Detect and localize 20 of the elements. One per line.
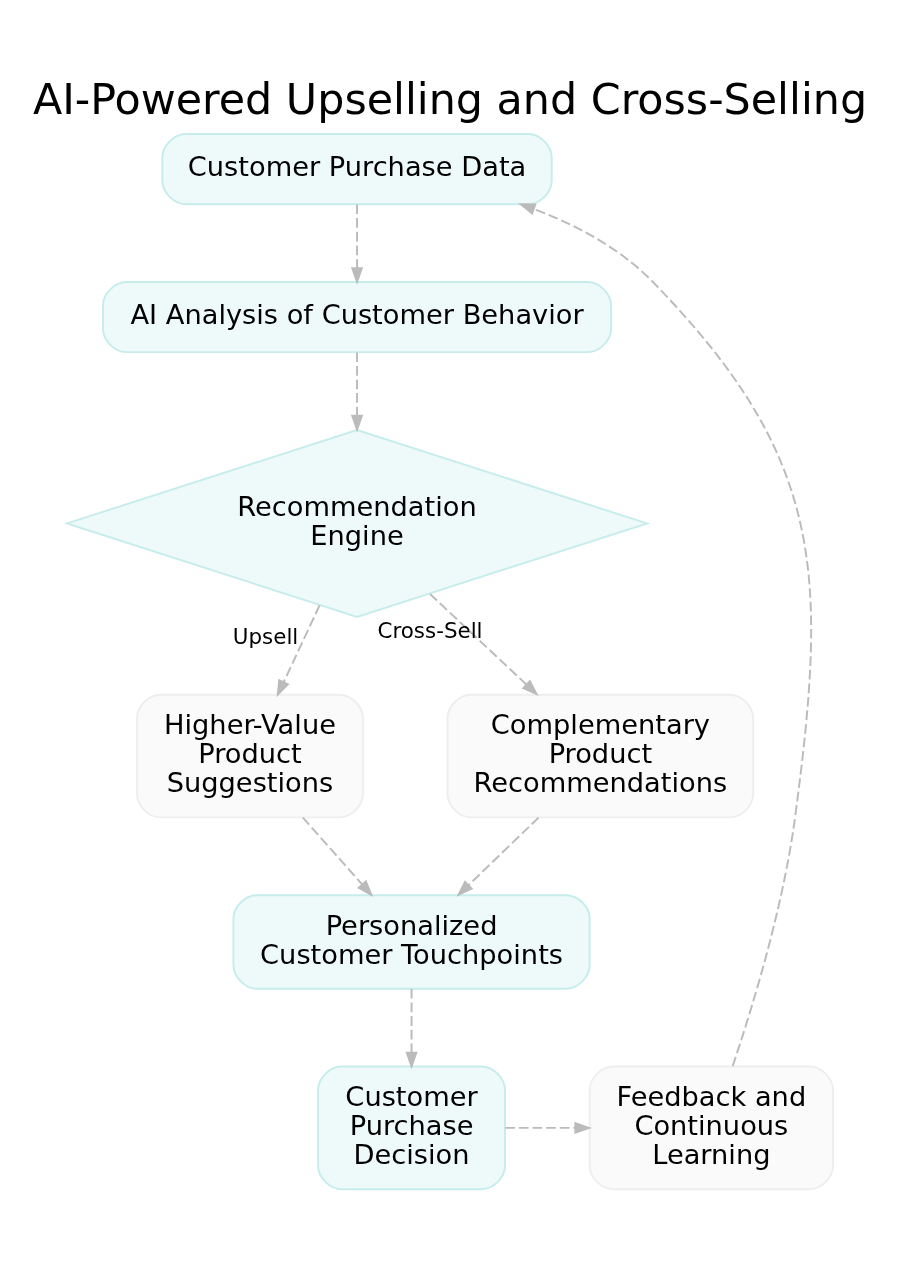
- node-box: AI Analysis of Customer Behavior: [102, 281, 613, 354]
- arrow: [504, 1121, 592, 1135]
- node-box: Customer Purchase Data: [161, 133, 553, 206]
- node-diamond: Recommendation Engine: [63, 428, 651, 618]
- diagram-title: AI-Powered Upselling and Cross-Selling: [32, 73, 868, 124]
- node-box: Feedback and Continuous Learning: [588, 1065, 834, 1191]
- edge-label: Upsell: [232, 623, 299, 649]
- node-box: Customer Purchase Decision: [317, 1065, 506, 1191]
- arrow: [429, 593, 539, 697]
- arrow: [456, 816, 540, 897]
- arrow: [405, 987, 418, 1070]
- arrow: [518, 203, 812, 1067]
- arrow: [350, 351, 364, 433]
- edge-label: Cross-Sell: [377, 618, 483, 644]
- arrow: [301, 816, 374, 897]
- arrow: [350, 203, 364, 285]
- node-box: Higher-Value Product Suggestions: [136, 693, 364, 819]
- node-box: Personalized Customer Touchpoints: [232, 894, 591, 990]
- arrow: [276, 604, 321, 698]
- node-box: Complementary Product Recommendations: [446, 693, 755, 819]
